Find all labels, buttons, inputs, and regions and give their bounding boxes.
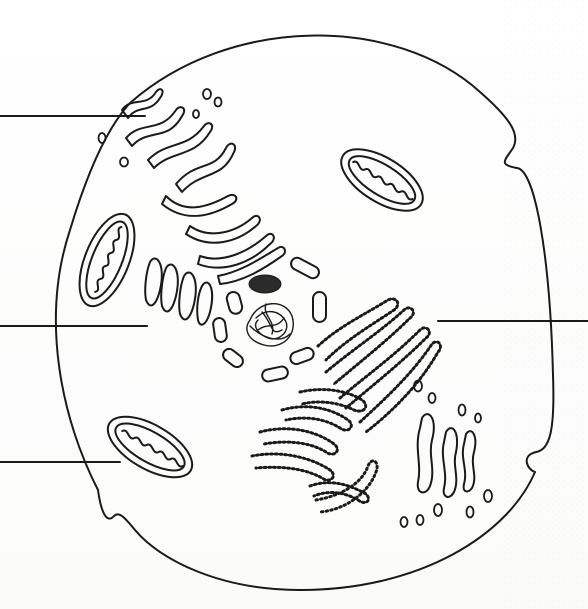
mitochondrion-upper-right	[340, 148, 424, 212]
cell-membrane	[54, 34, 555, 591]
rough-er-outline	[251, 298, 442, 504]
vesicles-lower-right	[399, 379, 493, 528]
smooth-endoplasmic-reticulum	[121, 88, 286, 326]
golgi-apparatus	[416, 413, 477, 498]
nucleus	[246, 302, 294, 347]
nucleolus	[248, 274, 282, 294]
mitochondrion-left	[78, 212, 136, 308]
nuclear-envelope	[212, 256, 327, 383]
mitochondrion-lower-left	[106, 415, 194, 479]
paper-texture	[500, 0, 588, 609]
vesicles-upper-left	[97, 88, 223, 168]
label-lines	[0, 115, 588, 463]
